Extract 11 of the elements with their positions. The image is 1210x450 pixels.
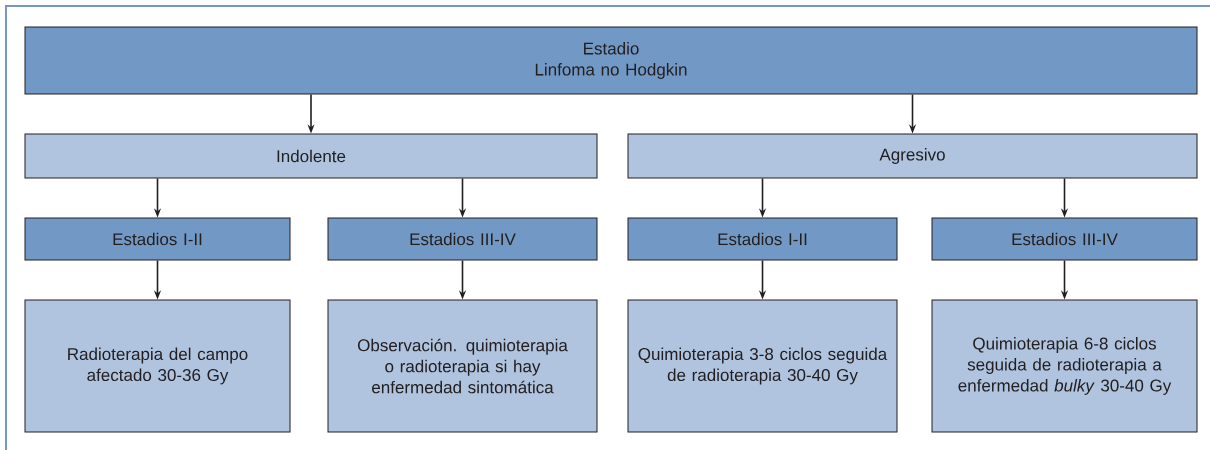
title-box: Estadio Linfoma no Hodgkin (24, 26, 1198, 95)
category-box: Agresivo (627, 133, 1198, 179)
stage-box: Estadios I-II (627, 217, 898, 261)
treatment-box: Quimioterapia 3-8 ciclos seguida de radioterapia 30-40 Gy (627, 299, 898, 433)
category-box: Indolente (24, 133, 598, 179)
stage-box: Estadios III-IV (931, 217, 1198, 261)
stage-box: Estadios I-II (24, 217, 291, 261)
treatment-box: Radioterapia del campo afectado 30-36 Gy (24, 299, 291, 433)
treatment-box: Quimioterapia 6-8 ciclos seguida de radioterapia a enfermedad bulky 30-40 Gy (931, 299, 1198, 433)
stage-box: Estadios III-IV (327, 217, 598, 261)
treatment-box: Observación. quimioterapia o radioterapia si hay enfermedad sintomática (327, 299, 598, 433)
